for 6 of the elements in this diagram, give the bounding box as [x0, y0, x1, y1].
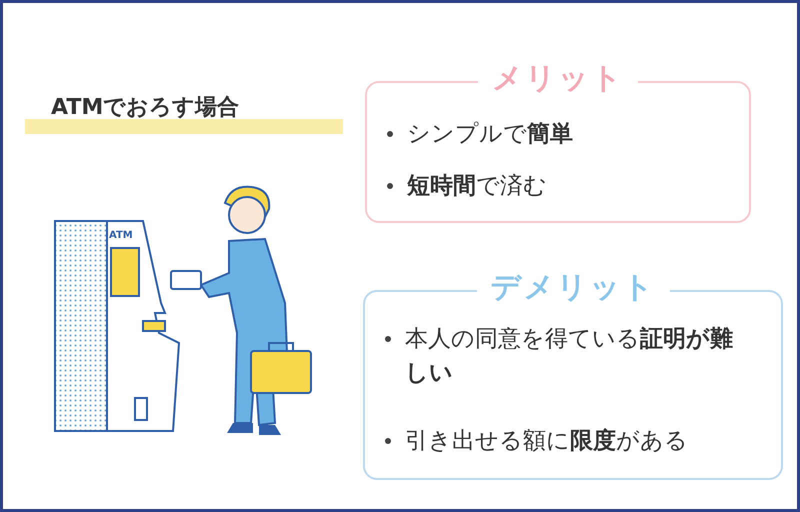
title: ATMでおろす場合: [51, 94, 240, 122]
machine-label: ATM: [109, 230, 133, 242]
list-item: シンプルで簡単: [407, 120, 574, 149]
list-item: 本人の同意を得ている証明が難しい: [405, 325, 734, 388]
list-item: 短時間で済む: [407, 172, 548, 201]
list-item: 引き出せる額に限度がある: [405, 427, 689, 456]
